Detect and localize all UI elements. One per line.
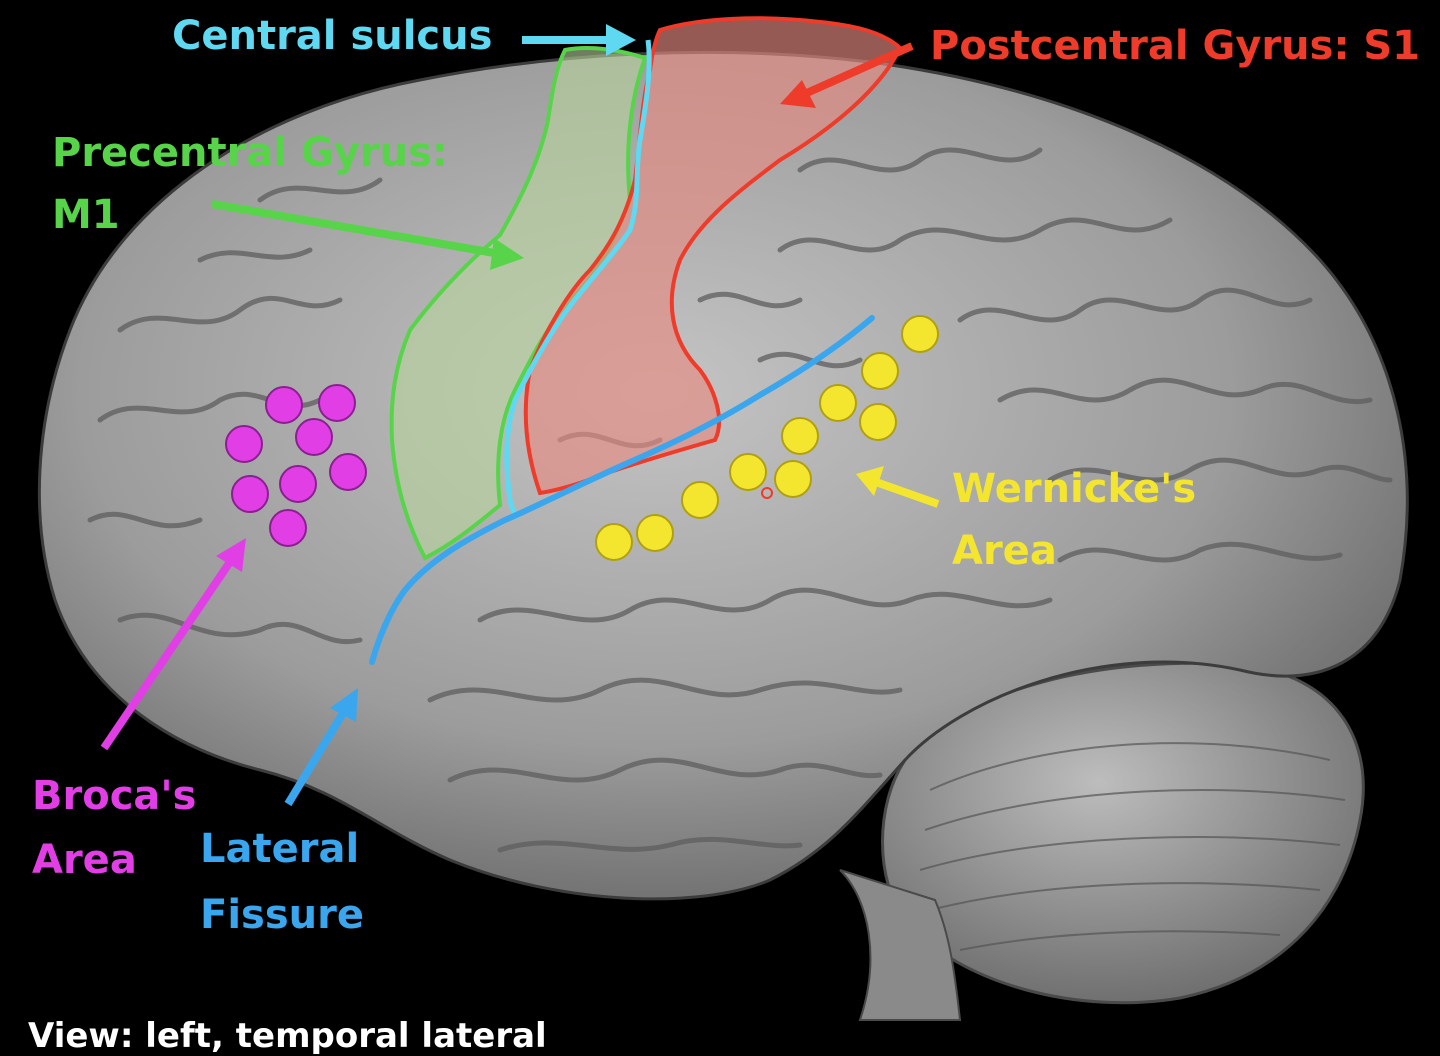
central-sulcus-arrow [522, 24, 636, 56]
broca-arrow [100, 538, 246, 751]
central-sulcus-label: Central sulcus [172, 13, 493, 59]
broca-dot [231, 475, 269, 513]
broca-dot [269, 509, 307, 547]
broca-dot [265, 386, 303, 424]
postcentral-arrow [780, 42, 914, 108]
broca-label-line1: Broca's [32, 773, 197, 819]
wernicke-dot [819, 384, 857, 422]
wernicke-dot [595, 523, 633, 561]
central-sulcus-line [504, 39, 652, 520]
precentral-gyrus-label: Precentral Gyrus: M1 [52, 122, 448, 246]
wernicke-dot [861, 352, 899, 390]
cerebellum-folia [919, 742, 1346, 951]
broca-label-line2: Area [32, 837, 137, 883]
wernicke-label-line1: Wernicke's [952, 466, 1197, 512]
lateral-fissure-line [369, 315, 875, 665]
wernicke-dot [859, 403, 897, 441]
precentral-label-line1: Precentral Gyrus: [52, 130, 448, 176]
wernicke-dot [901, 315, 939, 353]
lateral-label-line1: Lateral [200, 826, 360, 872]
broca-dot [279, 465, 317, 503]
lateral-label-line2: Fissure [200, 892, 364, 938]
caption-text: View: left, temporal lateral [28, 1016, 547, 1056]
postcentral-gyrus-label: Postcentral Gyrus: S1 [930, 23, 1420, 69]
lateral-fissure-label: Lateral Fissure [200, 816, 364, 948]
wernicke-dot [729, 453, 767, 491]
wernicke-dot [681, 481, 719, 519]
broca-dot [295, 418, 333, 456]
wernicke-dot [781, 417, 819, 455]
wernicke-arrow [856, 466, 940, 508]
wernicke-area-label: Wernicke's Area [952, 458, 1196, 582]
brain-stem [839, 869, 962, 1021]
lateral-fissure-arrow [284, 688, 358, 807]
wernicke-dot [636, 514, 674, 552]
precentral-gyrus-region [389, 46, 648, 561]
wernicke-dot [774, 460, 812, 498]
broca-dot [318, 384, 356, 422]
wernicke-label-line2: Area [952, 528, 1057, 574]
marker-dot [761, 487, 773, 499]
precentral-label-line2: M1 [52, 192, 120, 238]
broca-area-label: Broca's Area [32, 764, 196, 892]
broca-dot [225, 425, 263, 463]
precentral-arrow [211, 200, 524, 270]
broca-dot [329, 453, 367, 491]
broca-area-dots [225, 384, 367, 547]
wernicke-area-dots [595, 315, 939, 561]
